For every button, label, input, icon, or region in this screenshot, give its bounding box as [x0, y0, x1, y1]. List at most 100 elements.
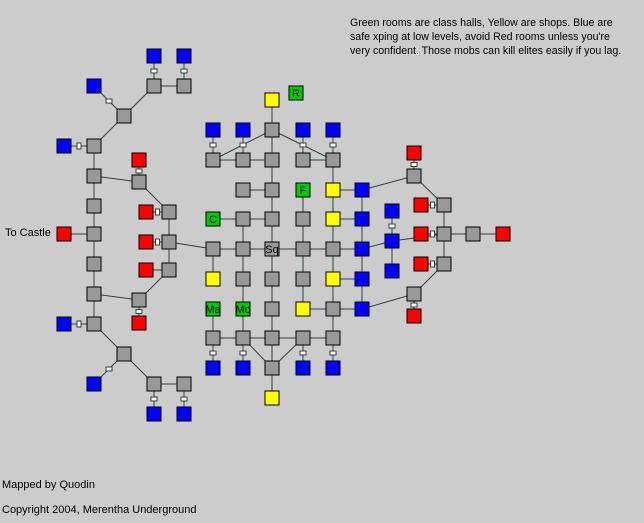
- room: [86, 198, 102, 214]
- room-label-r: R: [292, 88, 300, 100]
- room: [235, 330, 251, 346]
- danger-room: [413, 256, 429, 272]
- room: [295, 211, 311, 227]
- safe-room: [86, 78, 102, 94]
- room: [205, 241, 221, 257]
- legend-line-3: very confident. Those mobs can kill elit…: [350, 45, 622, 57]
- room: [264, 330, 280, 346]
- room: [295, 152, 311, 168]
- room: [161, 262, 177, 278]
- door-marker: [388, 223, 396, 229]
- door-marker: [410, 302, 418, 308]
- room: [264, 241, 280, 257]
- room: [264, 360, 280, 376]
- safe-room: [176, 406, 192, 422]
- safe-room: [146, 48, 162, 64]
- door-marker: [76, 142, 82, 150]
- room: [86, 256, 102, 272]
- class-hall-room: [205, 211, 221, 227]
- door-marker: [239, 142, 247, 148]
- room: [176, 78, 192, 94]
- door-marker: [155, 238, 160, 246]
- room-label-ma: Ma: [205, 304, 221, 316]
- safe-room: [235, 360, 251, 376]
- safe-room: [146, 406, 162, 422]
- safe-room: [56, 316, 72, 332]
- door-marker: [180, 396, 188, 402]
- room: [264, 271, 280, 287]
- room: [161, 234, 177, 250]
- door-marker: [299, 142, 307, 148]
- room: [295, 241, 311, 257]
- room: [131, 174, 147, 190]
- room: [86, 138, 102, 154]
- room-connection: [361, 175, 415, 191]
- door-marker: [430, 201, 435, 209]
- room: [406, 286, 422, 302]
- room: [436, 226, 452, 242]
- room: [264, 182, 280, 198]
- room: [325, 330, 341, 346]
- door-marker: [150, 396, 158, 402]
- safe-room: [176, 48, 192, 64]
- room-label-mo: Mo: [235, 304, 250, 316]
- safe-room: [354, 271, 370, 287]
- room: [235, 211, 251, 227]
- door-marker: [430, 230, 435, 238]
- room: [264, 301, 280, 317]
- safe-room: [205, 360, 221, 376]
- room: [131, 292, 147, 308]
- safe-room: [325, 122, 341, 138]
- door-marker: [209, 350, 217, 356]
- door-marker: [299, 350, 307, 356]
- room: [146, 376, 162, 392]
- room: [235, 152, 251, 168]
- door-marker: [150, 68, 158, 74]
- danger-room: [406, 308, 422, 324]
- safe-room: [354, 301, 370, 317]
- legend-line-1: Green rooms are class halls, Yellow are …: [350, 17, 613, 29]
- safe-room: [384, 203, 400, 219]
- shop-room: [264, 390, 280, 406]
- safe-room: [354, 211, 370, 227]
- safe-room: [295, 360, 311, 376]
- danger-room: [131, 315, 147, 331]
- legend-line-2: safe xping at low levels, avoid Red room…: [350, 31, 610, 43]
- door-marker: [239, 350, 247, 356]
- room: [86, 168, 102, 184]
- class-hall-room: [295, 182, 311, 198]
- danger-room: [495, 226, 511, 242]
- room: [325, 241, 341, 257]
- room: [295, 330, 311, 346]
- door-marker: [410, 162, 418, 167]
- class-hall-room: [288, 85, 304, 101]
- shop-room: [325, 211, 341, 227]
- door-marker: [329, 142, 337, 148]
- danger-room: [138, 262, 154, 278]
- safe-room: [354, 182, 370, 198]
- to-castle-label: To Castle: [5, 227, 51, 239]
- room: [176, 376, 192, 392]
- room: [325, 152, 341, 168]
- shop-room: [264, 92, 280, 108]
- shop-room: [325, 182, 341, 198]
- room: [116, 346, 132, 362]
- safe-room: [56, 138, 72, 154]
- safe-room: [384, 233, 400, 249]
- room: [205, 152, 221, 168]
- safe-room: [235, 122, 251, 138]
- door-marker: [135, 168, 143, 174]
- class-hall-room: [205, 301, 221, 317]
- door-marker: [105, 98, 113, 104]
- room: [86, 226, 102, 242]
- danger-room: [138, 234, 154, 250]
- map-rooms: [56, 48, 511, 422]
- mapped-by-credit: Mapped by Quodin: [2, 479, 95, 491]
- room: [325, 301, 341, 317]
- room: [436, 197, 452, 213]
- room: [161, 204, 177, 220]
- door-marker: [105, 366, 113, 372]
- room: [86, 286, 102, 302]
